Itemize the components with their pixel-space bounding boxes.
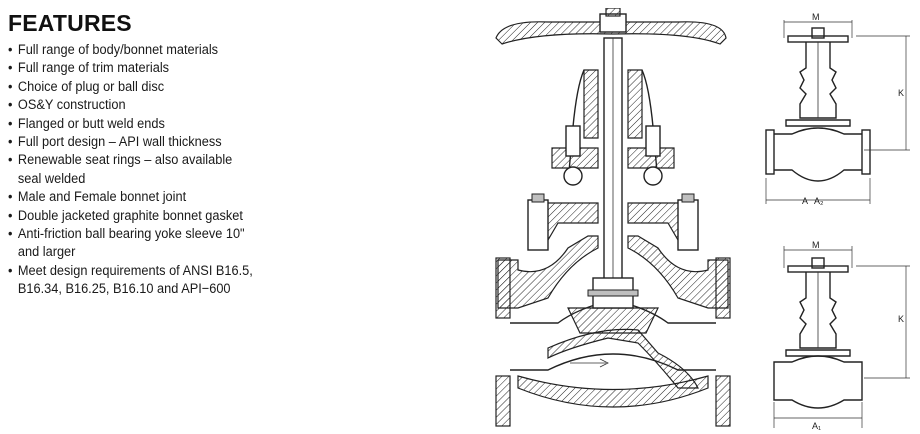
feature-text-continued: B16.34, B16.25, B16.10 and API−600 [17,281,231,298]
dim-k-label: K [898,314,904,324]
feature-text: Male and Female bonnet joint [17,189,187,206]
feature-text: Anti-friction ball bearing yoke sleeve 1… [17,226,245,243]
feature-item: Male and Female bonnet joint [8,188,404,207]
feature-item: Anti-friction ball bearing yoke sleeve 1… [8,225,404,262]
valve-body [495,235,731,427]
dim-a1-label: A₁ [812,421,821,431]
feature-text: Full range of body/bonnet materials [17,42,219,58]
weld-valve-outline-drawing: M K A₁ [773,240,910,431]
handwheel [495,8,727,45]
valve-disc [567,277,659,368]
dim-a2-label: A₂ [814,196,824,206]
yoke [551,69,675,186]
feature-text-continued: and larger [17,244,76,261]
features-list: Full range of body/bonnet materialsFull … [8,41,448,299]
valve-cross-section-drawing [495,8,731,427]
dim-m-label: M [812,12,820,22]
features-section: FEATURES Full range of body/bonnet mater… [8,10,448,299]
feature-text: Meet design requirements of ANSI B16.5, [17,262,253,279]
feature-item: Full range of trim materials [8,59,404,78]
feature-item: OS&Y construction [8,96,404,115]
feature-text: Full range of trim materials [17,60,170,77]
feature-item: Double jacketed graphite bonnet gasket [8,207,404,226]
feature-text: Full port design – API wall thickness [17,134,222,151]
feature-item: Flanged or butt weld ends [8,115,404,134]
dim-k-label: K [898,88,904,98]
feature-item: Renewable seat rings – also availablesea… [8,151,404,188]
flanged-valve-outline-drawing: M K A A₂ [765,12,910,206]
feature-text: Flanged or butt weld ends [17,115,165,132]
feature-text: Double jacketed graphite bonnet gasket [17,207,243,224]
feature-text: OS&Y construction [17,97,126,114]
feature-item: Choice of plug or ball disc [8,78,404,97]
feature-text: Renewable seat rings – also available [17,152,233,169]
dim-a-label: A [802,196,808,206]
feature-item: Meet design requirements of ANSI B16.5, B… [8,262,404,299]
dim-m-label: M [812,240,820,250]
valve-stem [603,37,623,294]
flanged-valve-outline: M K A A₂ [765,12,910,206]
feature-item: Full range of body/bonnet materials [8,41,404,60]
bonnet [527,193,699,251]
feature-text-continued: seal welded [17,170,86,187]
features-title: FEATURES [8,10,132,36]
feature-item: Full port design – API wall thickness [8,133,404,152]
weld-valve-outline: M K A₁ [773,240,910,431]
feature-text: Choice of plug or ball disc [17,78,165,95]
